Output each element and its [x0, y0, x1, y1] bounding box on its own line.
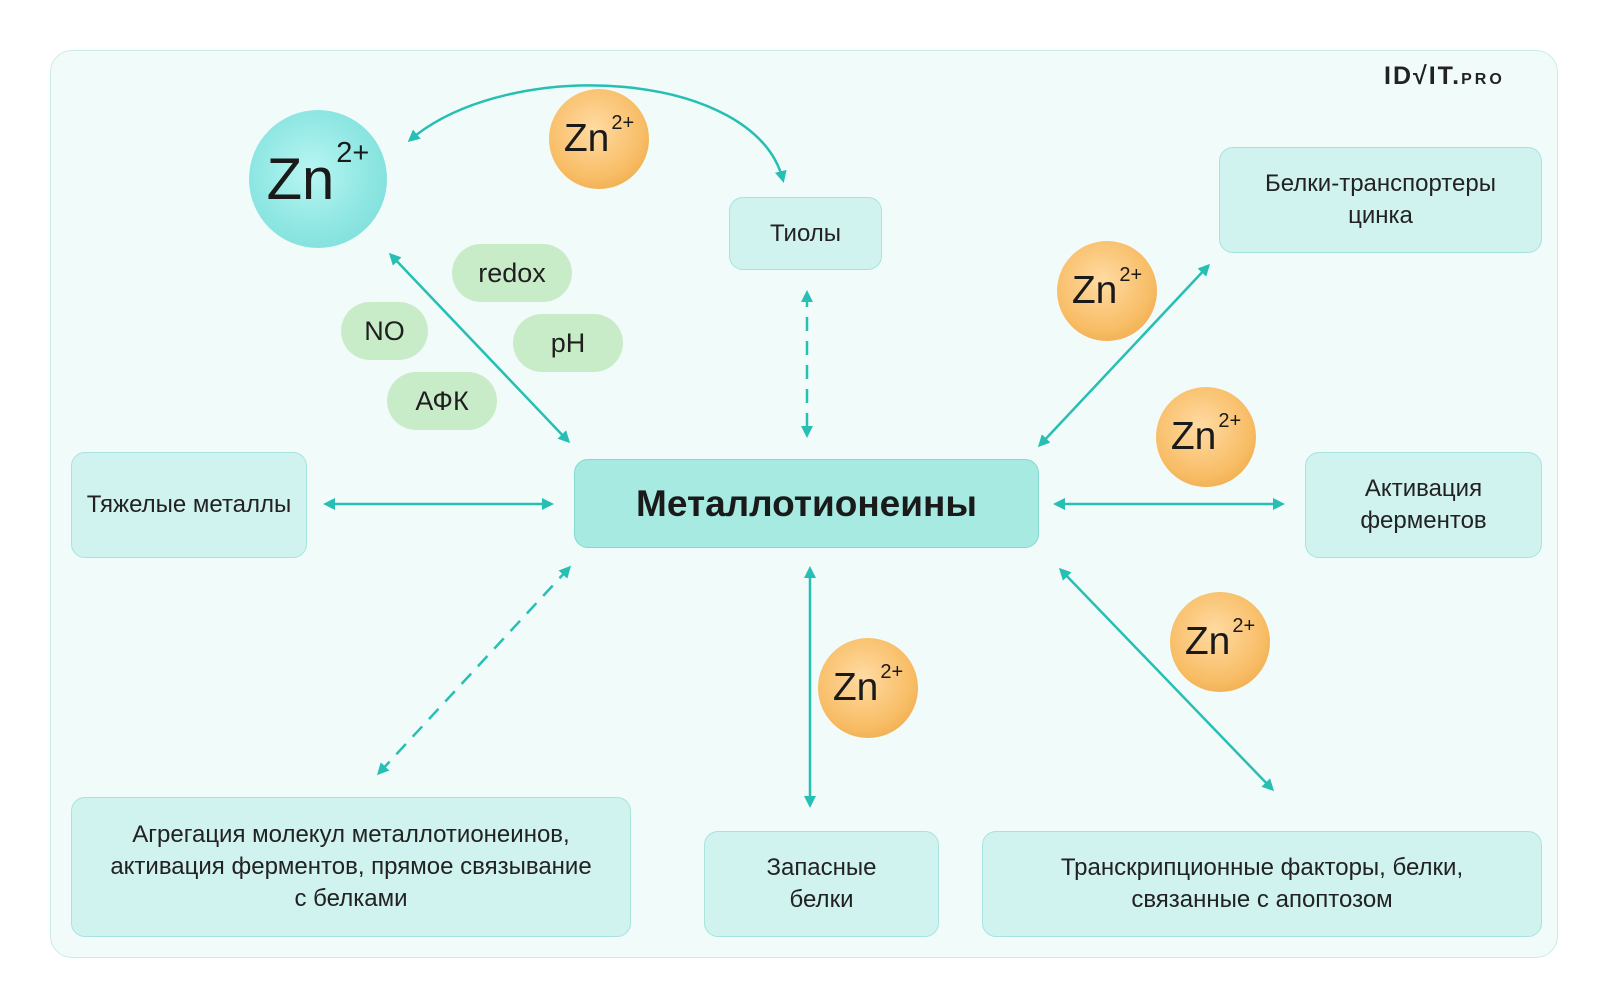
arrow-center-to-zinc-transporters [1037, 263, 1211, 448]
factor-redox: redox [452, 244, 572, 302]
arrow-free-zinc-to-center [388, 252, 571, 444]
factor-ph: pH [513, 314, 623, 372]
node-aggregation: Агрегация молекул металлотионеинов, акти… [71, 797, 631, 937]
node-metallothioneins: Металлотионеины [574, 459, 1039, 548]
node-heavy-metals: Тяжелые металлы [71, 452, 307, 558]
arrow-center-to-transcription-factors [1058, 567, 1275, 792]
arrow-thiols-to-free-zinc [407, 84, 787, 183]
factor-afk: АФК [387, 372, 497, 430]
node-transcription-factors: Транскрипционные факторы, белки, связанн… [982, 831, 1542, 937]
node-zinc-transporters: Белки-транспортеры цинка [1219, 147, 1542, 253]
node-thiols: Тиолы [729, 197, 882, 270]
node-storage-proteins: Запасные белки [704, 831, 939, 937]
idvit-logo: ID√IT.PRO [1384, 62, 1505, 90]
arrow-center-to-aggregation [376, 565, 572, 776]
node-enzyme-activation: Активация ферментов [1305, 452, 1542, 558]
factor-no: NO [341, 302, 428, 360]
